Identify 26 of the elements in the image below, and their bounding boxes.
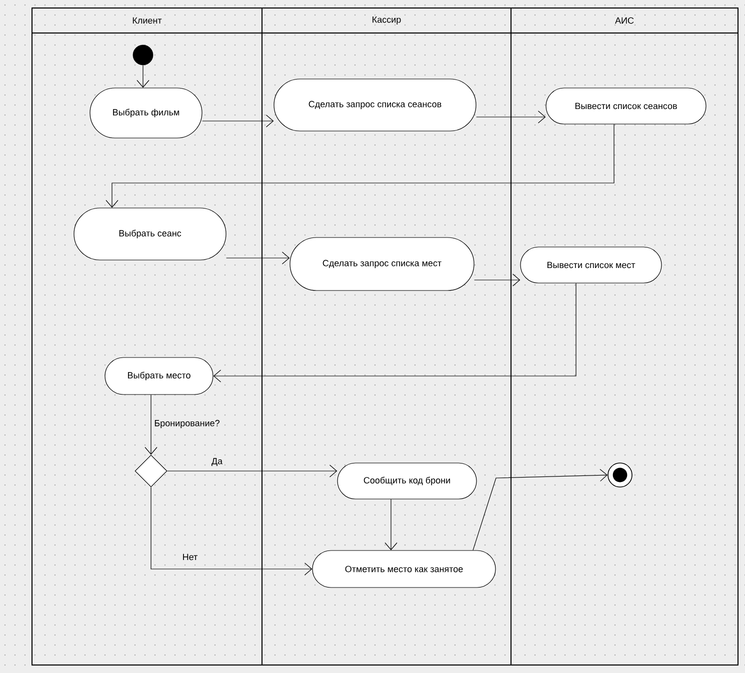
arrow — [106, 124, 614, 208]
arrow — [167, 464, 338, 478]
action-box: Вывести список мест — [520, 246, 662, 284]
arrow — [136, 64, 150, 88]
action-box: Выбрать сеанс — [74, 208, 226, 260]
arrow — [474, 274, 520, 286]
action-box: Вывести список сеансов — [546, 88, 706, 124]
edge-label: Бронирование? — [153, 418, 221, 430]
action-box: Сделать запрос списка сеансов — [274, 78, 476, 132]
arrow — [472, 468, 608, 550]
decision-diamond — [134, 454, 168, 488]
arrow — [476, 110, 546, 124]
arrow — [202, 114, 274, 128]
edge-label: Да — [210, 457, 224, 467]
initial-node — [132, 44, 154, 66]
arrow — [384, 499, 398, 550]
arrow — [150, 487, 312, 576]
action-box: Выбрать место — [104, 357, 214, 395]
action-box: Выбрать фильм — [90, 88, 202, 138]
final-node — [608, 462, 632, 488]
action-box: Сделать запрос списка мест — [290, 237, 474, 291]
arrow — [226, 252, 290, 264]
arrow — [144, 394, 158, 455]
action-box: Отметить место как занятое — [312, 550, 496, 588]
arrow — [213, 283, 576, 382]
action-box: Сообщить код брони — [337, 462, 477, 500]
